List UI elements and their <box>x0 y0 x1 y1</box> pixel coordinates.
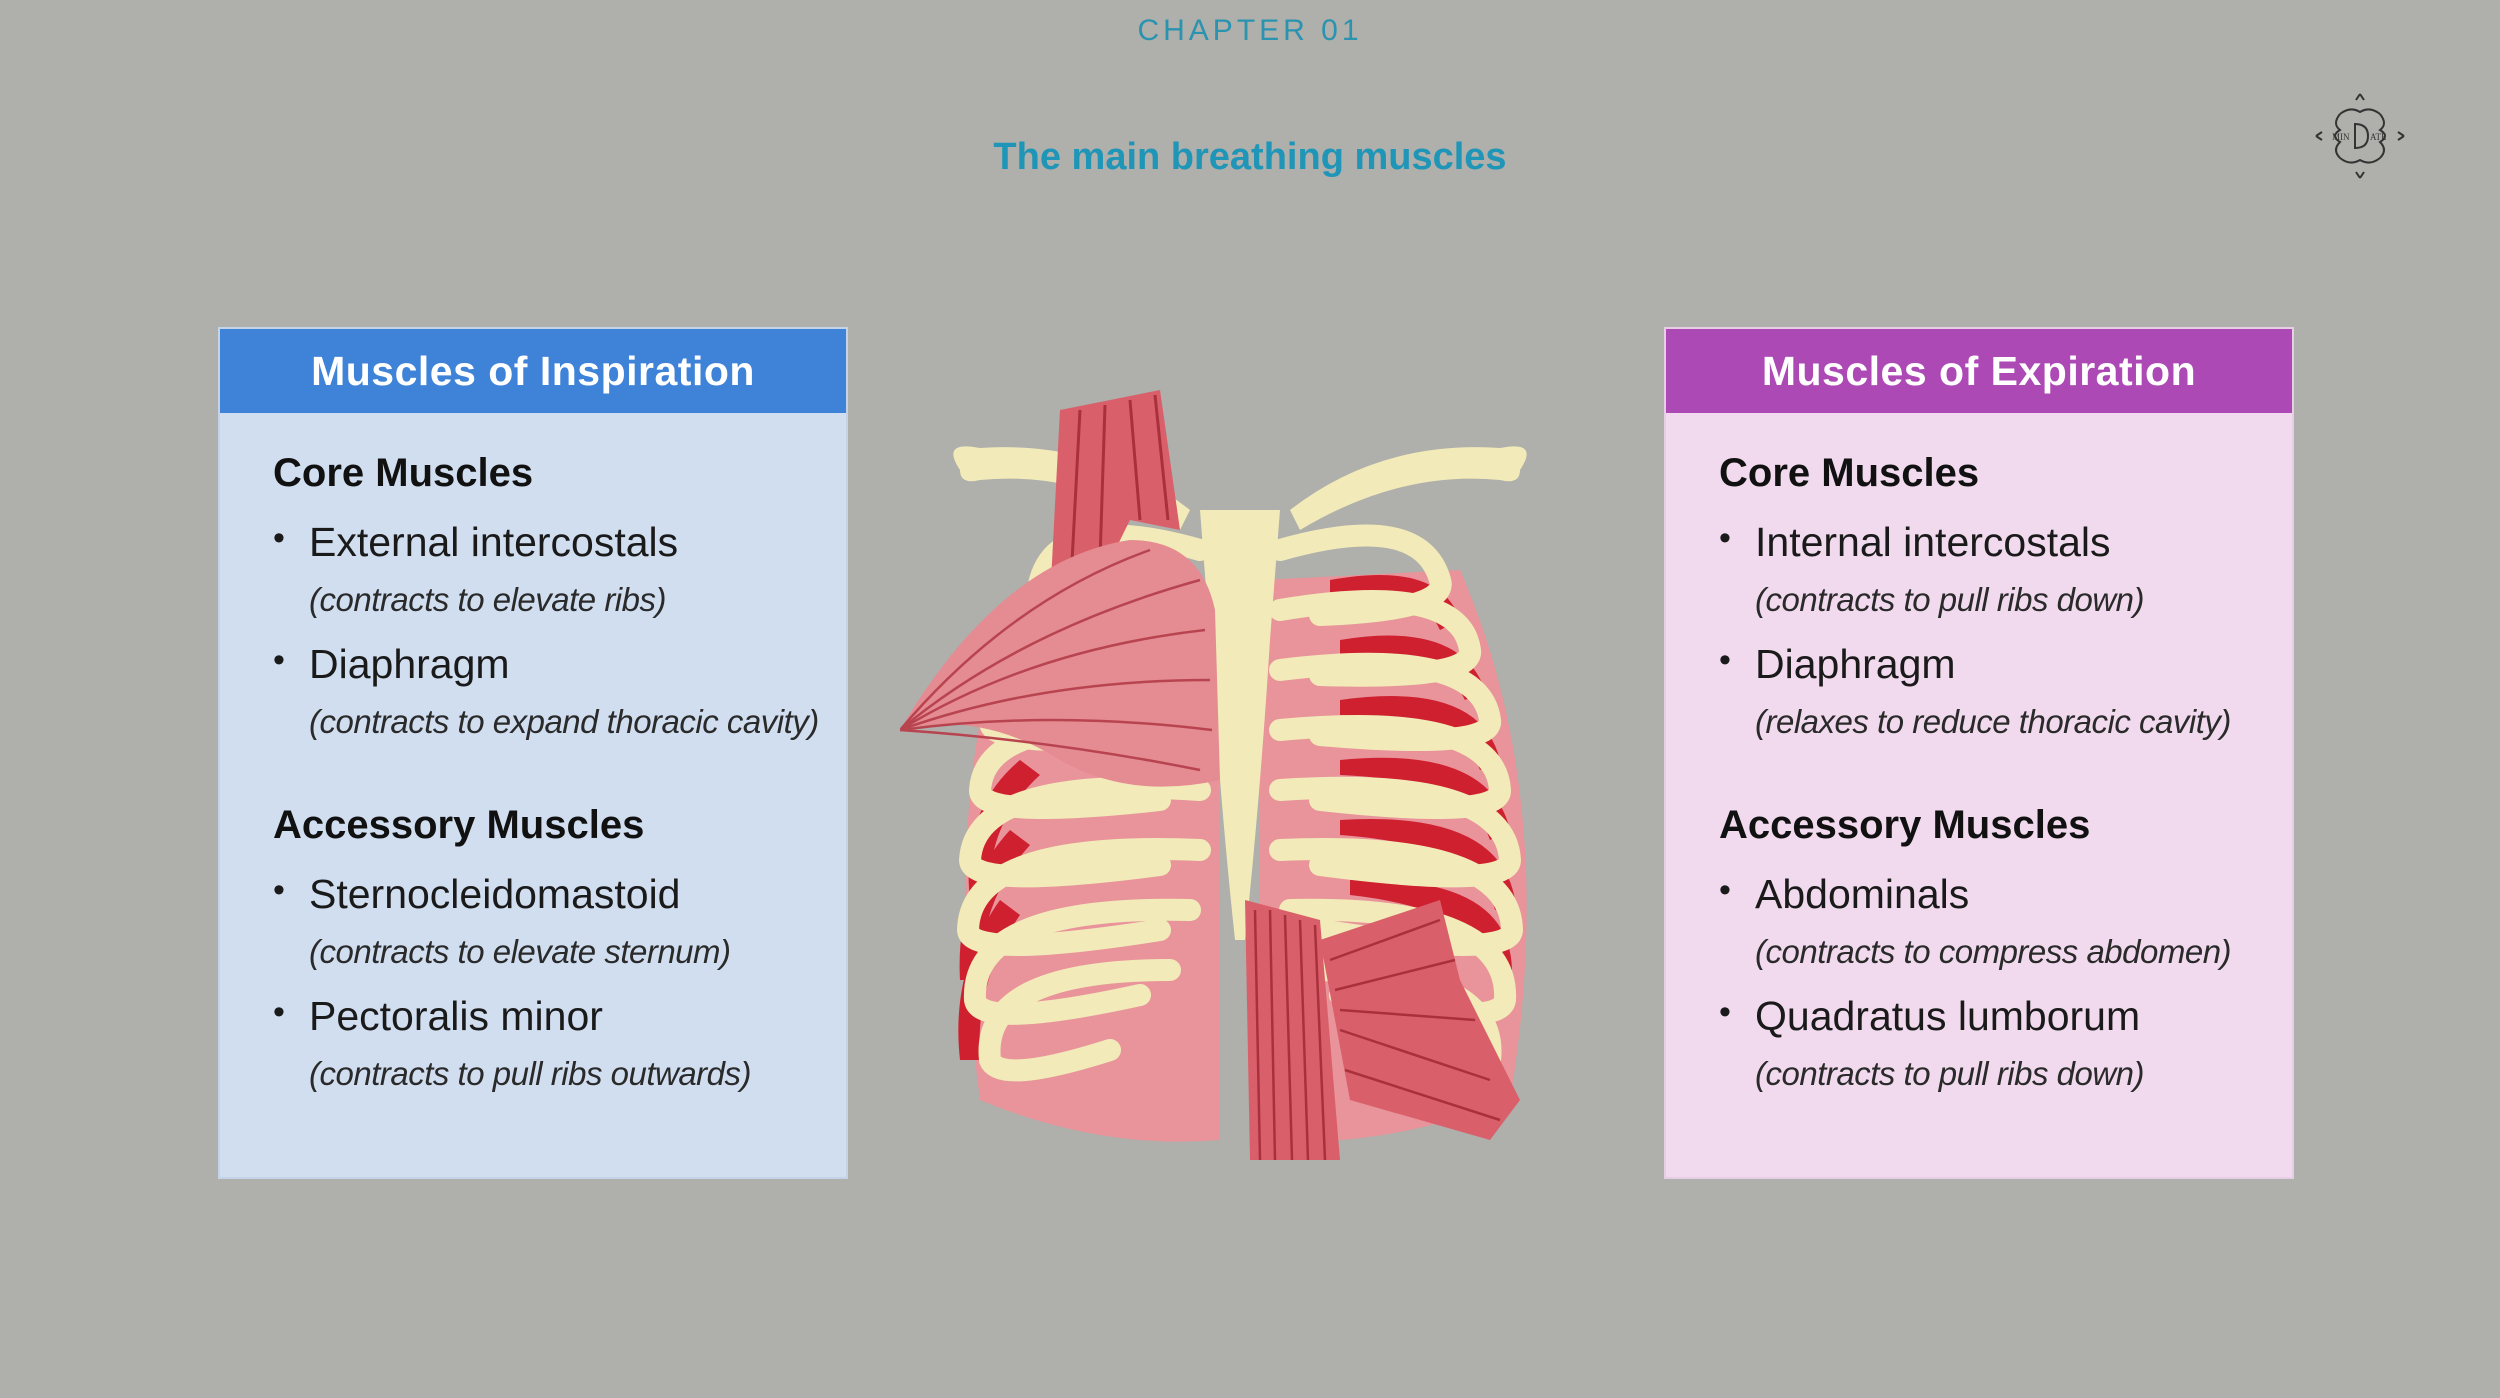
list-item: • Diaphragm <box>1719 641 2292 689</box>
expiration-panel: Muscles of Expiration Core Muscles • Inte… <box>1664 327 2294 1179</box>
muscle-note: (relaxes to reduce thoracic cavity) <box>1755 703 2231 740</box>
mindate-logo-icon: MIN ATE <box>2315 93 2405 179</box>
svg-text:MIN: MIN <box>2332 132 2350 142</box>
expiration-panel-title: Muscles of Expiration <box>1666 329 2292 413</box>
muscle-note: (contracts to pull ribs down) <box>1755 1055 2145 1092</box>
bullet-icon: • <box>273 519 285 557</box>
muscle-note: (contracts to compress abdomen) <box>1755 933 2232 970</box>
muscle-name: Diaphragm <box>309 641 510 687</box>
bullet-icon: • <box>1719 871 1731 909</box>
muscle-name: Abdominals <box>1755 871 1970 917</box>
ribcage-illustration-icon <box>900 390 1527 1161</box>
list-item: • External intercostals <box>273 519 846 567</box>
expiration-accessory-title: Accessory Muscles <box>1719 803 2091 847</box>
bullet-icon: • <box>1719 993 1731 1031</box>
muscle-name: Quadratus lumborum <box>1755 993 2141 1039</box>
list-item: • Internal intercostals <box>1719 519 2292 567</box>
list-item: • Quadratus lumborum <box>1719 993 2292 1041</box>
chapter-label: CHAPTER 01 <box>1137 14 1363 47</box>
page-title: The main breathing muscles <box>993 136 1507 178</box>
muscle-name: Internal intercostals <box>1755 519 2111 565</box>
muscle-name: Diaphragm <box>1755 641 1956 687</box>
list-item: • Pectoralis minor <box>273 993 846 1041</box>
bullet-icon: • <box>273 641 285 679</box>
svg-text:ATE: ATE <box>2370 132 2387 142</box>
inspiration-accessory-title: Accessory Muscles <box>273 803 645 847</box>
bullet-icon: • <box>273 871 285 909</box>
inspiration-panel-title: Muscles of Inspiration <box>220 329 846 413</box>
inspiration-core-title: Core Muscles <box>273 451 534 495</box>
muscle-note: (contracts to expand thoracic cavity) <box>309 703 819 740</box>
inspiration-panel: Muscles of Inspiration Core Muscles • Ext… <box>218 327 848 1179</box>
list-item: • Abdominals <box>1719 871 2292 919</box>
muscle-note: (contracts to pull ribs outwards) <box>309 1055 752 1092</box>
muscle-name: External intercostals <box>309 519 679 565</box>
list-item: • Diaphragm <box>273 641 846 689</box>
list-item: • Sternocleidomastoid <box>273 871 846 919</box>
muscle-name: Sternocleidomastoid <box>309 871 681 917</box>
bullet-icon: • <box>273 993 285 1031</box>
bullet-icon: • <box>1719 641 1731 679</box>
expiration-core-title: Core Muscles <box>1719 451 1980 495</box>
muscle-note: (contracts to pull ribs down) <box>1755 581 2145 618</box>
muscle-note: (contracts to elevate ribs) <box>309 581 666 618</box>
bullet-icon: • <box>1719 519 1731 557</box>
muscle-note: (contracts to elevate sternum) <box>309 933 731 970</box>
muscle-name: Pectoralis minor <box>309 993 603 1039</box>
